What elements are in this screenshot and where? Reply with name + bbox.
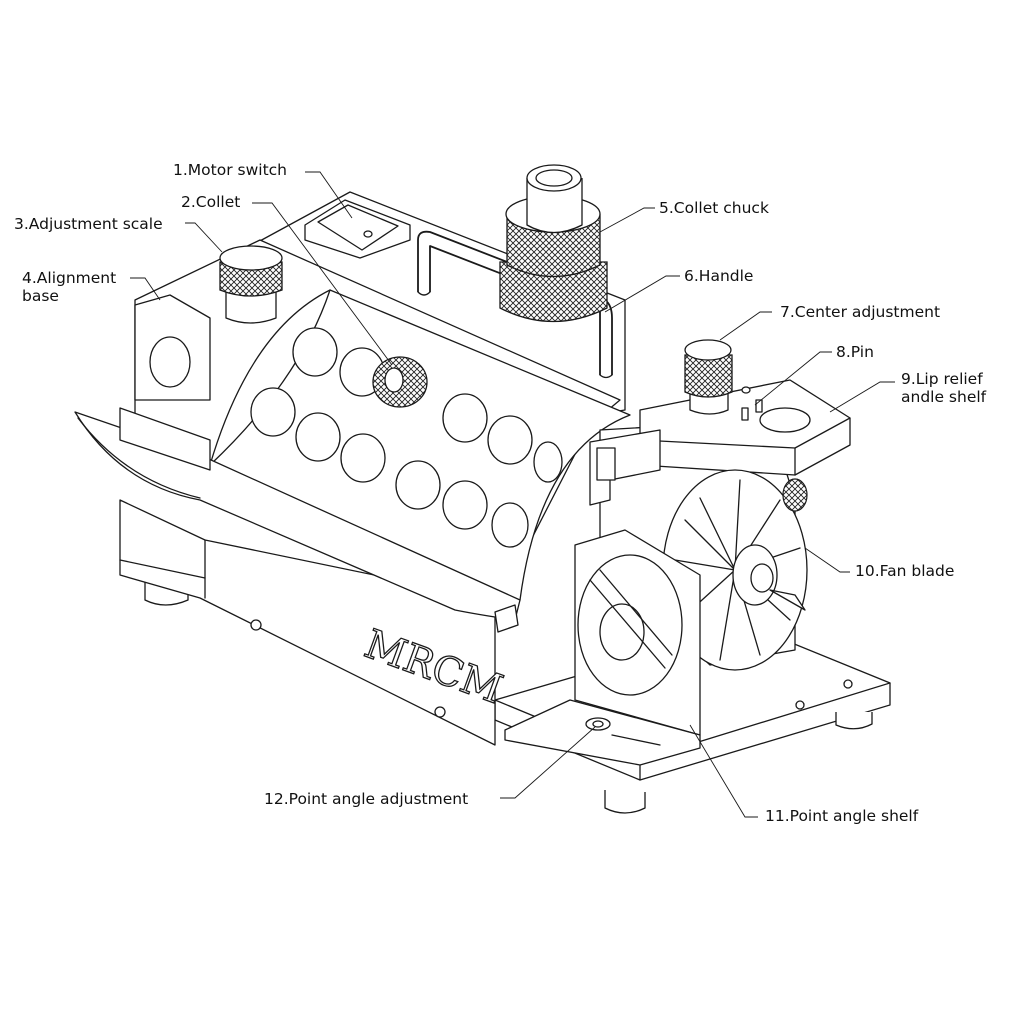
- lip-relief-plate: [639, 379, 851, 476]
- label-handle: 6.Handle: [684, 267, 753, 285]
- label-lip-relief-line2: andle shelf: [901, 388, 987, 406]
- label-collet-chuck: 5.Collet chuck: [659, 199, 769, 217]
- alignment-base-block: [119, 294, 211, 471]
- label-motor-switch: 1.Motor switch: [173, 161, 287, 179]
- label-pin: 8.Pin: [836, 343, 874, 361]
- label-lip-relief: 9.Lip relief: [901, 370, 983, 388]
- motor-switch-part: [304, 199, 411, 259]
- machine-body: [74, 191, 891, 814]
- adjustment-scale-knob: [219, 245, 283, 324]
- label-point-angle-adjustment: 12.Point angle adjustment: [264, 790, 468, 808]
- callout-labels: 1.Motor switch 2.Collet 3.Adjustment sca…: [14, 161, 987, 825]
- vent-holes: [250, 327, 563, 548]
- label-alignment-base: 4.Alignment: [22, 269, 116, 287]
- label-alignment-base-line2: base: [22, 287, 59, 305]
- label-point-angle-shelf: 11.Point angle shelf: [765, 807, 919, 825]
- label-fan-blade: 10.Fan blade: [855, 562, 954, 580]
- label-center-adjustment: 7.Center adjustment: [780, 303, 940, 321]
- label-adjustment-scale: 3.Adjustment scale: [14, 215, 163, 233]
- point-angle-block: [504, 529, 701, 766]
- label-collet: 2.Collet: [181, 193, 240, 211]
- collet-part: [372, 356, 428, 408]
- center-adjustment-knob: [684, 339, 733, 415]
- collet-chuck-part: [499, 164, 608, 323]
- fan-assembly: [662, 469, 808, 671]
- leader-lines: [130, 171, 895, 818]
